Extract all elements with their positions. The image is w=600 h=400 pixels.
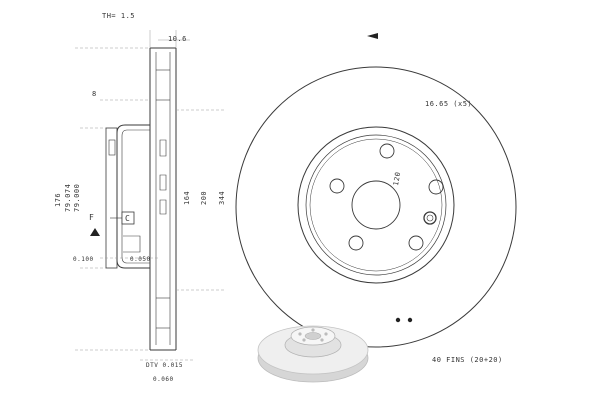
diameter-200-label: 200 (200, 190, 208, 205)
bolt-holes-label: 16.65 (x5) (425, 100, 473, 108)
dimension-lines (75, 30, 225, 361)
diameter-164-label: 164 (183, 190, 191, 205)
hat-thickness-label: 10.6 (168, 35, 187, 43)
disc-face-view (235, 66, 517, 348)
bolt-hole (428, 179, 444, 195)
datum-f-label: F (89, 213, 95, 222)
runout-left-label: 0.100 (73, 256, 94, 263)
fins-label: 40 FINS (20+20) (432, 356, 503, 364)
hat-inner-circle (305, 134, 447, 276)
datum-c-label: C (125, 214, 131, 223)
datum-markers (90, 211, 135, 236)
fin-marker-dot (407, 317, 413, 323)
thickness-label: TH= 1.5 (102, 12, 136, 20)
bottom-tolerance-label: 0.060 (153, 376, 174, 383)
center-bore-circle (351, 180, 401, 230)
hub-tolerance-lower-label: 79.000 (73, 183, 81, 212)
locating-pin-hole (423, 211, 437, 225)
bolt-hole (379, 143, 395, 159)
outer-rim-circle (235, 66, 517, 348)
dtv-tolerance-label: DTV 0.015 (146, 362, 184, 369)
hat-offset-label: 8 (92, 90, 97, 98)
hat-outer-circle (297, 126, 455, 284)
bolt-hole (348, 235, 364, 251)
overall-height-label: 176 (54, 192, 62, 207)
rotation-arrow-icon (367, 33, 378, 39)
bolt-hole (408, 235, 424, 251)
disc-3d-render (257, 325, 369, 383)
disc-section-view (105, 47, 177, 351)
fin-marker-dot (395, 317, 401, 323)
runout-right-label: 0.050 (130, 256, 151, 263)
diameter-344-label: 344 (218, 190, 226, 205)
bolt-hole (329, 178, 345, 194)
datum-f-triangle (90, 228, 100, 236)
hub-tolerance-upper-label: 79.074 (64, 183, 72, 212)
